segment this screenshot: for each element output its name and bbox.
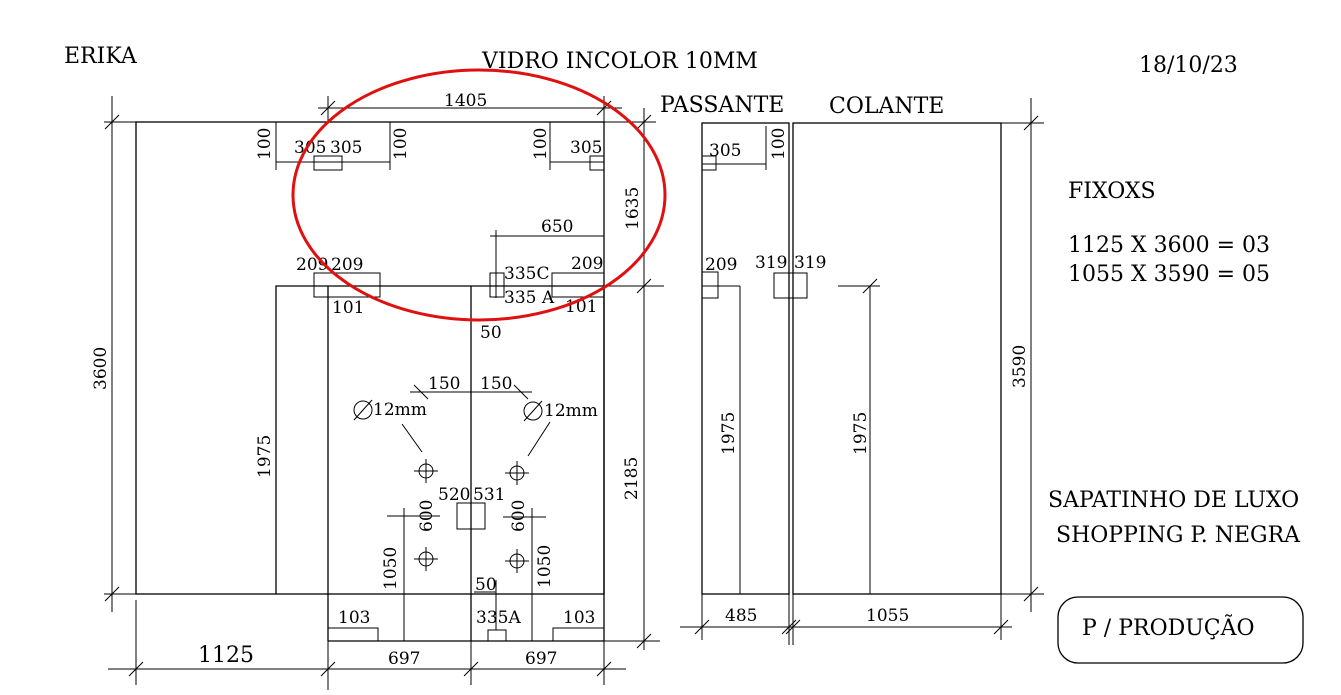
top-hardware-right — [549, 122, 605, 171]
passante-panel — [701, 122, 808, 595]
dim-697b: 697 — [525, 649, 557, 669]
handle-dims — [410, 384, 532, 400]
dim-520: 520 — [438, 485, 470, 505]
dim-650: 650 — [541, 217, 573, 237]
dim-335a2: 335A — [476, 608, 521, 628]
dim-305b: 305 — [330, 138, 362, 158]
fixos-line1: 1125 X 3600 = 03 — [1068, 233, 1270, 258]
dim-319a: 319 — [755, 253, 787, 273]
bottom-dim-right — [680, 594, 1012, 645]
dim-100b: 100 — [391, 128, 411, 160]
dim-1635: 1635 — [623, 187, 643, 230]
dim-335c: 335C — [504, 264, 549, 284]
transom-hardware — [313, 272, 605, 298]
dim-101a: 101 — [332, 298, 364, 318]
dim-1405: 1405 — [444, 91, 487, 111]
dim-485: 485 — [725, 606, 757, 626]
dim-600a: 600 — [417, 500, 437, 532]
dim-103a: 103 — [338, 608, 370, 628]
hole-diameter-icons — [353, 399, 551, 457]
dim-305c: 305 — [570, 138, 602, 158]
colante-panel — [792, 122, 1002, 595]
highlight-ellipse — [291, 68, 667, 322]
colante-label: COLANTE — [829, 94, 944, 119]
dim-12mm-a: 12mm — [373, 400, 427, 420]
dim-1125: 1125 — [198, 643, 254, 668]
dim-150a: 150 — [428, 374, 460, 394]
left-fixed-panel — [135, 121, 605, 642]
dim-50b: 50 — [475, 575, 497, 595]
dim-1405-line — [318, 96, 622, 122]
date: 18/10/23 — [1139, 53, 1238, 78]
glass-spec: VIDRO INCOLOR 10MM — [481, 49, 758, 74]
client-info-line1: SAPATINHO DE LUXO — [1048, 488, 1299, 513]
bottom-dim-lines — [108, 600, 626, 690]
dim-209d: 209 — [705, 255, 737, 275]
dim-209c: 209 — [571, 254, 603, 274]
dim-600b: 600 — [509, 500, 529, 532]
dim-1975b: 1975 — [719, 412, 739, 455]
dim-3590: 3590 — [1010, 345, 1030, 388]
production-button-label: P / PRODUÇÃO — [1082, 613, 1255, 641]
fixos-title: FIXOXS — [1068, 179, 1156, 204]
dim-305d: 305 — [709, 141, 741, 161]
client-info-line2: SHOPPING P. NEGRA — [1056, 523, 1301, 548]
dim-3600-line — [104, 96, 136, 612]
dim-697a: 697 — [388, 649, 420, 669]
dim-1975c: 1975 — [851, 412, 871, 455]
fixos-line2: 1055 X 3590 = 05 — [1068, 262, 1270, 287]
dim-12mm-b: 12mm — [544, 401, 598, 421]
dim-100c: 100 — [531, 128, 551, 160]
dim-1975a: 1975 — [255, 435, 275, 478]
dim-150b: 150 — [480, 374, 512, 394]
dim-3590-line — [1001, 98, 1044, 612]
dim-100d: 100 — [769, 128, 789, 160]
dim-1050a: 1050 — [381, 547, 401, 590]
dim-209b: 209 — [331, 255, 363, 275]
center-lock — [456, 502, 486, 530]
dim-1050b: 1050 — [535, 545, 555, 588]
client-name: ERIKA — [64, 44, 138, 69]
passante-label: PASSANTE — [660, 93, 784, 118]
dim-305a: 305 — [294, 138, 326, 158]
hole-markers — [414, 459, 529, 573]
bottom-hardware — [327, 580, 605, 642]
dim-650-line — [490, 230, 604, 298]
vertical-dims-center — [387, 508, 546, 641]
dim-50a: 50 — [480, 323, 502, 343]
dim-103b: 103 — [563, 608, 595, 628]
dim-100a: 100 — [255, 128, 275, 160]
production-button[interactable]: P / PRODUÇÃO — [1057, 596, 1304, 664]
dim-3600: 3600 — [91, 347, 111, 390]
dim-531: 531 — [473, 485, 505, 505]
dim-1055: 1055 — [866, 606, 909, 626]
dim-335a: 335 A — [504, 288, 555, 308]
top-hardware-left — [275, 122, 391, 171]
dim-2185: 2185 — [622, 457, 642, 500]
dim-319b: 319 — [794, 253, 826, 273]
